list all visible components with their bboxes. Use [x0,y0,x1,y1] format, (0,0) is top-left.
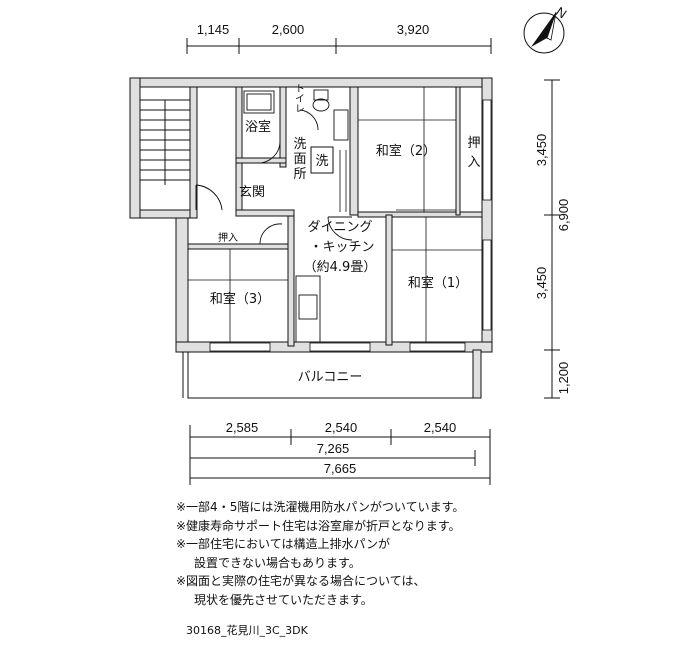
balcony-label: バルコニー [298,370,363,385]
windows [209,99,492,352]
note-2: ※健康寿命サポート住宅は浴室扉が折戸となります。 [176,518,461,533]
room-entrance-label: 玄関 [239,185,265,200]
door-swings [195,109,353,245]
washbasin [333,109,349,141]
room-washitsu2-label: 和室（2） [376,143,436,159]
washer-pan [310,146,334,174]
oshiire-right-label-2: 入 [467,155,480,170]
compass-icon [523,11,565,54]
note-1: ※一部4・5階には洗濯機用防水パンがついています。 [176,500,465,514]
room-washroom-label-2: 面 [293,152,306,167]
room-dk-label-1: ダイニング [307,220,372,235]
plan-code: 30168_花見川_3C_3DK [186,624,308,637]
tatami-partitions [188,87,482,342]
oshiire-left-label: 押入 [218,231,238,244]
staircase [139,86,191,211]
room-washitsu3-label: 和室（3） [210,291,270,307]
room-toilet-label: トイレ [293,83,305,113]
note-3: ※一部住宅においては構造上排水パンが [176,537,391,551]
note-4: ※図面と実際の住宅が異なる場合については、 [176,574,426,588]
dim-right-2: 3,450 [534,267,549,300]
room-washitsu1-label: 和室（1） [408,275,468,291]
washer-label: 洗 [315,154,328,169]
dim-right-3: 1,200 [556,362,571,395]
notes: ※一部4・5階には洗濯機用防水パンがついています。 ※健康寿命サポート住宅は浴室… [176,498,676,609]
note-3-cont: 設置できない場合もあります。 [194,555,361,570]
oshiire-right-label-1: 押 [467,136,480,151]
dim-top-1: 1,145 [197,22,230,37]
kitchen-counter [295,275,321,343]
dim-bottom-total-1: 7,265 [317,441,350,456]
note-4-cont: 現状を優先させていただきます。 [194,592,373,607]
dim-bottom-2: 2,540 [325,420,358,435]
right-dimension-line [544,79,560,399]
balcony-outline [182,349,482,399]
dim-bottom-total-2: 7,665 [324,461,357,476]
dim-right-1: 3,450 [534,134,549,167]
room-dk-label-2: ・キッチン [309,240,374,255]
room-washroom-label-1: 洗 [293,137,306,152]
room-washroom-label-3: 所 [293,167,306,182]
dim-bottom-3: 2,540 [424,420,457,435]
dim-top-3: 3,920 [397,22,430,37]
top-dimension-line [186,38,492,54]
room-dk-label-3: （約4.9畳） [304,260,377,275]
bottom-dimension-lines [189,425,491,485]
bathtub [243,90,275,114]
room-bath-label: 浴室 [245,119,271,135]
interior-walls [187,86,483,347]
dim-right-total: 6,900 [556,199,571,232]
toilet-fixture [312,89,330,112]
compass-label: N [553,4,569,22]
dim-top-2: 2,600 [272,22,305,37]
dim-bottom-1: 2,585 [226,420,259,435]
